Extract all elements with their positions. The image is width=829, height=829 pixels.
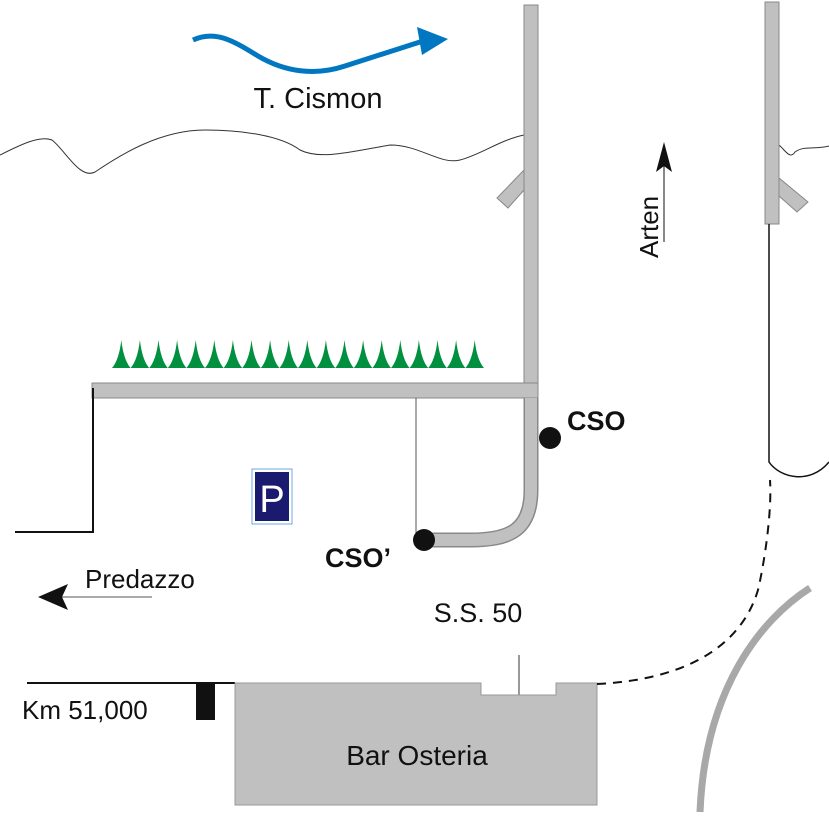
arten-label: Arten	[634, 196, 664, 258]
building-label: Bar Osteria	[346, 740, 488, 771]
predazzo-label: Predazzo	[85, 564, 195, 594]
tree-icon	[465, 340, 484, 368]
tree-icon	[372, 340, 391, 368]
side-road-pipe	[696, 585, 812, 813]
river-bank-line-right	[778, 144, 829, 156]
tree-icon	[428, 340, 447, 368]
pipe-right	[764, 1, 809, 225]
tree-icon	[446, 340, 466, 368]
river-bank-line	[0, 129, 525, 174]
cso-prime-label: CSO’	[325, 543, 391, 573]
tree-icon	[353, 340, 373, 368]
cso-prime-point	[413, 529, 435, 551]
tree-icon	[242, 340, 261, 368]
parking-boundary	[15, 388, 94, 533]
tree-icon	[279, 340, 298, 368]
tree-icon	[260, 340, 280, 368]
tree-icon	[223, 340, 243, 368]
pipe-horizontal	[91, 382, 539, 399]
arrow-left-icon	[38, 584, 152, 610]
arrow-up-icon	[656, 142, 672, 242]
river-label: T. Cismon	[254, 83, 383, 115]
river-flow-arrow-icon	[191, 27, 448, 74]
tree-icon	[167, 340, 187, 368]
pipe-cso	[426, 398, 539, 548]
tree-icon	[335, 340, 354, 368]
tree-icon	[316, 340, 336, 368]
svg-text:P: P	[259, 479, 284, 521]
pipe-main	[496, 4, 539, 399]
tree-icon	[186, 340, 205, 368]
km-marker	[196, 683, 215, 720]
tree-icon	[409, 340, 429, 368]
tree-icon	[391, 340, 410, 368]
km-label: Km 51,000	[22, 695, 148, 725]
vegetation-row	[112, 340, 484, 368]
tree-icon	[149, 340, 168, 368]
cso-point	[539, 427, 561, 449]
road-label: S.S. 50	[434, 598, 523, 628]
cso-label: CSO	[567, 406, 626, 436]
parking-sign-icon: P	[251, 468, 293, 525]
building-bar-osteria	[234, 682, 598, 806]
tree-icon	[205, 340, 224, 368]
tree-icon	[298, 340, 317, 368]
tree-icon	[130, 340, 150, 368]
tree-icon	[112, 340, 131, 368]
right-road-edge	[768, 224, 829, 478]
